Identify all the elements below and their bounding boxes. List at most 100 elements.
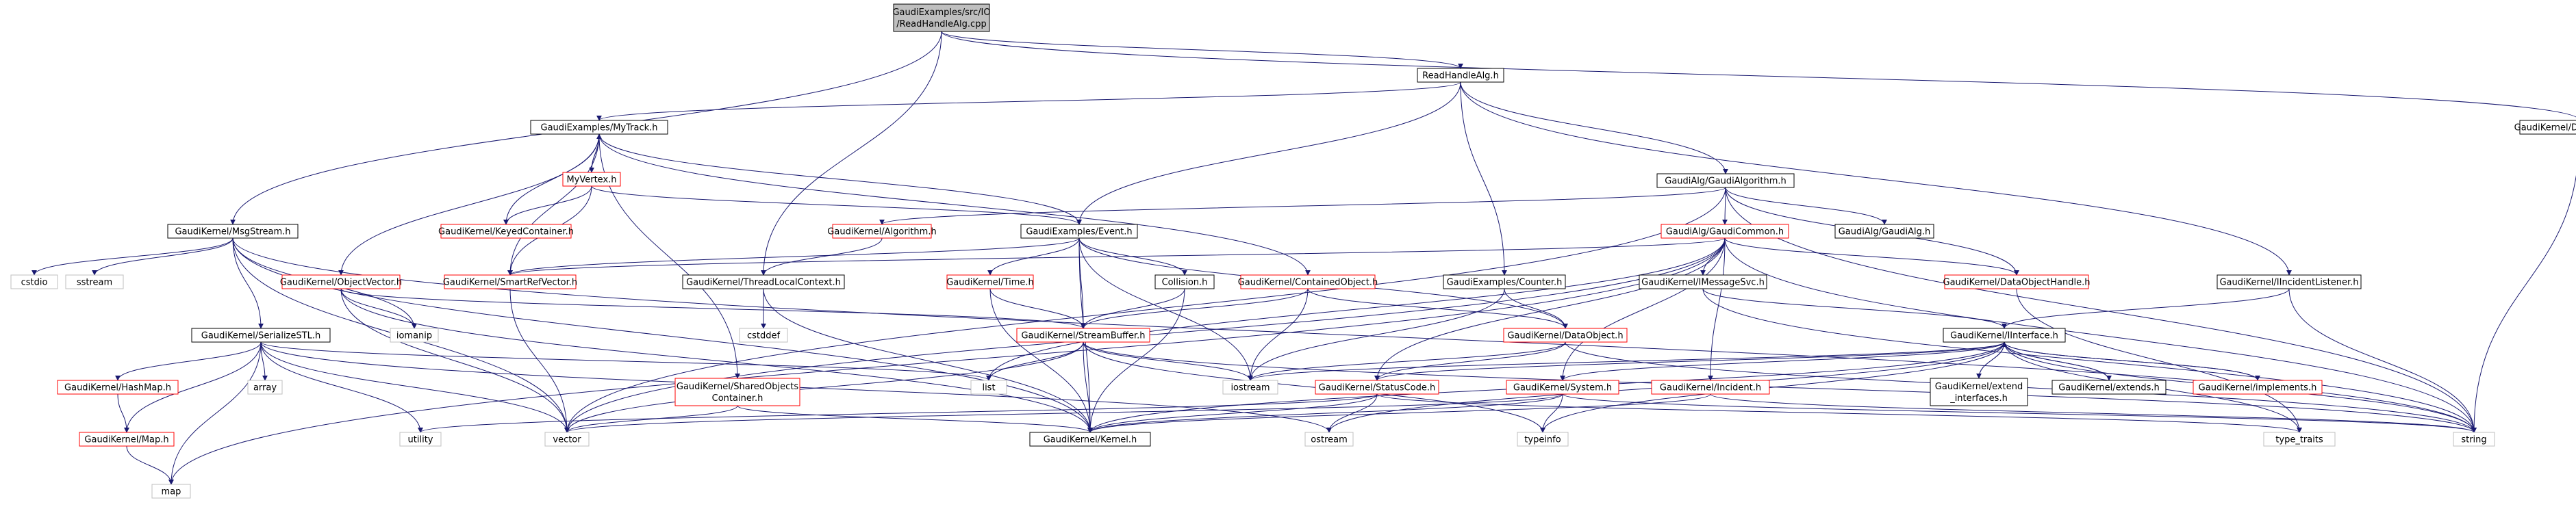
- graph-node-typeinfo: typeinfo: [1517, 432, 1569, 447]
- node-label-statuscode-line-0: GaudiKernel/StatusCode.h: [1319, 383, 1435, 393]
- include-edge-streambuf-to-typeinfo: [1083, 341, 1545, 433]
- include-edge-hashmap-to-map_h: [117, 393, 129, 433]
- include-edge-dsi-to-string: [2471, 174, 2576, 433]
- node-box-typetraits: [2263, 432, 2336, 447]
- include-edge-contobj-to-streambuf: [1081, 288, 1309, 329]
- include-edge-iface-to-typeinfo: [1540, 341, 2005, 433]
- node-box-mytrack: [530, 120, 668, 135]
- graph-node-root[interactable]: GaudiExamples/src/IO/ReadHandleAlg.cpp: [892, 3, 991, 32]
- include-edge-system-to-string: [1562, 393, 2477, 433]
- graph-node-statuscode[interactable]: GaudiKernel/StatusCode.h: [1315, 380, 1439, 395]
- graph-node-incident[interactable]: GaudiKernel/Incident.h: [1651, 380, 1770, 395]
- include-edge-myvertex-to-event: [591, 185, 1082, 225]
- graph-node-galgo[interactable]: GaudiAlg/GaudiAlgorithm.h: [1656, 173, 1795, 188]
- graph-node-counter[interactable]: GaudiExamples/Counter.h: [1443, 274, 1566, 289]
- graph-node-system[interactable]: GaudiKernel/System.h: [1506, 380, 1619, 395]
- include-edge-event-to-iostream: [1078, 237, 1253, 381]
- graph-node-tls[interactable]: GaudiKernel/ThreadLocalContext.h: [682, 274, 845, 289]
- node-box-incident: [1651, 380, 1770, 395]
- graph-node-hashmap[interactable]: GaudiKernel/HashMap.h: [57, 380, 179, 395]
- node-box-serial: [191, 328, 331, 343]
- node-label-gcommon-line-0: GaudiAlg/GaudiCommon.h: [1666, 227, 1784, 237]
- include-edge-statuscode-to-typetraits: [1376, 393, 2302, 433]
- include-edge-gcommon-to-statuscode: [1374, 237, 1726, 381]
- graph-node-event[interactable]: GaudiExamples/Event.h: [1020, 224, 1138, 239]
- graph-node-mytrack[interactable]: GaudiExamples/MyTrack.h: [530, 120, 668, 135]
- include-edge-collision-to-kernel: [1087, 288, 1185, 433]
- node-label-extends-line-0: GaudiKernel/extends.h: [2058, 383, 2160, 393]
- node-box-utility: [399, 432, 442, 447]
- include-edge-msgstream-to-kernel: [232, 237, 1093, 433]
- graph-node-dataobj[interactable]: GaudiKernel/DataObject.h: [1503, 328, 1628, 343]
- graph-node-collision[interactable]: Collision.h: [1154, 274, 1215, 289]
- graph-node-myvertex[interactable]: MyVertex.h: [562, 172, 621, 187]
- node-label-typeinfo-line-0: typeinfo: [1524, 435, 1561, 445]
- graph-node-string: string: [2453, 432, 2495, 447]
- include-edge-gcommon-to-incident: [1708, 237, 1726, 381]
- graph-node-streambuf[interactable]: GaudiKernel/StreamBuffer.h: [1016, 328, 1150, 343]
- graph-node-iincident[interactable]: GaudiKernel/IIncidentListener.h: [2217, 274, 2362, 289]
- node-box-iostream: [1222, 380, 1278, 395]
- include-edge-gcommon-to-map: [168, 237, 1726, 485]
- graph-node-typetraits: type_traits: [2263, 432, 2336, 447]
- node-label-iface-line-0: GaudiKernel/IInterface.h: [1950, 331, 2058, 341]
- node-label-serial-line-0: GaudiKernel/SerializeSTL.h: [201, 331, 320, 341]
- include-edge-root-to-rha: [941, 31, 1463, 69]
- node-label-kalgo-line-0: GaudiKernel/Algorithm.h: [827, 227, 936, 237]
- graph-node-time[interactable]: GaudiKernel/Time.h: [946, 274, 1034, 289]
- node-label-sharedobj-line-1: Container.h: [712, 393, 763, 404]
- node-label-cstddef-line-0: cstddef: [747, 331, 781, 341]
- node-box-time: [946, 274, 1034, 289]
- graph-node-gcommon[interactable]: GaudiAlg/GaudiCommon.h: [1660, 224, 1789, 239]
- graph-node-cstddef: cstddef: [739, 328, 788, 343]
- graph-node-iface[interactable]: GaudiKernel/IInterface.h: [1943, 328, 2066, 343]
- include-edge-time-to-streambuf: [989, 288, 1086, 329]
- graph-node-keyed[interactable]: GaudiKernel/KeyedContainer.h: [438, 224, 574, 239]
- node-box-kernel: [1029, 432, 1151, 447]
- node-label-streambuf-line-0: GaudiKernel/StreamBuffer.h: [1021, 331, 1145, 341]
- include-edge-event-to-time: [987, 237, 1080, 276]
- node-box-dataobj: [1503, 328, 1628, 343]
- node-box-system: [1506, 380, 1619, 395]
- include-edge-msgstream-to-sstream: [92, 237, 233, 276]
- include-edge-mytrack-to-contobj: [598, 133, 1311, 276]
- graph-node-serial[interactable]: GaudiKernel/SerializeSTL.h: [191, 328, 331, 343]
- graph-node-dohandle[interactable]: GaudiKernel/DataObjectHandle.h: [1943, 274, 2091, 289]
- graph-node-extinterfaces[interactable]: GaudiKernel/extend_interfaces.h: [1930, 378, 2028, 406]
- graph-node-objvec[interactable]: GaudiKernel/ObjectVector.h: [280, 274, 402, 289]
- include-edge-objvec-to-kernel: [340, 288, 1093, 433]
- include-edge-streambuf-to-kernel: [1083, 341, 1093, 433]
- include-edge-imsgsvc-to-iface: [1702, 288, 2007, 329]
- node-box-map: [151, 484, 191, 499]
- node-box-array: [247, 380, 283, 395]
- graph-node-galg[interactable]: GaudiAlg/GaudiAlg.h: [1834, 224, 1934, 239]
- graph-node-msgstream[interactable]: GaudiKernel/MsgStream.h: [167, 224, 299, 239]
- graph-node-rha[interactable]: ReadHandleAlg.h: [1417, 68, 1504, 83]
- graph-node-extends[interactable]: GaudiKernel/extends.h: [2051, 380, 2167, 395]
- graph-node-kalgo[interactable]: GaudiKernel/Algorithm.h: [827, 224, 937, 239]
- graph-node-smartref[interactable]: GaudiKernel/SmartRefVector.h: [443, 274, 577, 289]
- graph-node-dsi[interactable]: GaudiKernel/DataStoreItem.h: [2514, 120, 2576, 135]
- node-box-map_h: [79, 432, 175, 447]
- graph-node-map_h[interactable]: GaudiKernel/Map.h: [79, 432, 175, 447]
- graph-node-imsgsvc[interactable]: GaudiKernel/IMessageSvc.h: [1639, 274, 1767, 289]
- include-edge-incident-to-string: [1710, 393, 2477, 433]
- include-edge-iface-to-extends: [2004, 341, 2112, 381]
- graph-node-contobj[interactable]: GaudiKernel/ContainedObject.h: [1238, 274, 1378, 289]
- graph-node-sstream: sstream: [65, 274, 124, 289]
- include-edge-imsgsvc-to-string: [1702, 288, 2477, 433]
- graph-node-implements[interactable]: GaudiKernel/implements.h: [2193, 380, 2323, 395]
- graph-node-kernel[interactable]: GaudiKernel/Kernel.h: [1029, 432, 1151, 447]
- node-box-kalgo: [832, 224, 932, 239]
- node-label-galg-line-0: GaudiAlg/GaudiAlg.h: [1839, 227, 1931, 237]
- include-edge-event-to-smartref: [507, 237, 1080, 276]
- include-edge-iface-to-extinterfaces: [1976, 341, 2005, 379]
- include-edge-iface-to-implements: [2004, 341, 2260, 381]
- node-label-smartref-line-0: GaudiKernel/SmartRefVector.h: [443, 278, 577, 288]
- include-edge-root-to-dsi: [941, 31, 2576, 118]
- node-label-root-line-1: /ReadHandleAlg.cpp: [896, 19, 986, 29]
- include-edge-serial-to-map: [168, 341, 262, 485]
